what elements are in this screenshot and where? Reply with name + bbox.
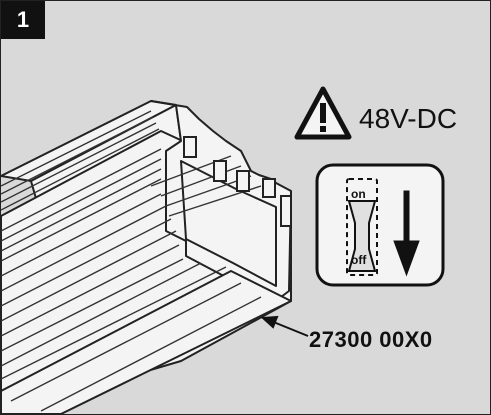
- leader-arrow: [260, 315, 309, 337]
- warning-triangle-icon: [294, 86, 352, 140]
- profile-ribs: [1, 110, 262, 412]
- profile-notches: [183, 136, 292, 227]
- step-number-badge: 1: [1, 1, 45, 39]
- aluminium-profile: [1, 100, 292, 414]
- rocker-switch-icon: [346, 178, 378, 276]
- switch-off-label: off: [351, 253, 367, 267]
- switch-panel: [315, 163, 445, 287]
- voltage-label: 48V-DC: [359, 103, 458, 134]
- part-number-label: 27300 00X0: [309, 327, 433, 352]
- switch-on-label: on: [351, 187, 366, 201]
- arrow-down-icon: [393, 190, 420, 277]
